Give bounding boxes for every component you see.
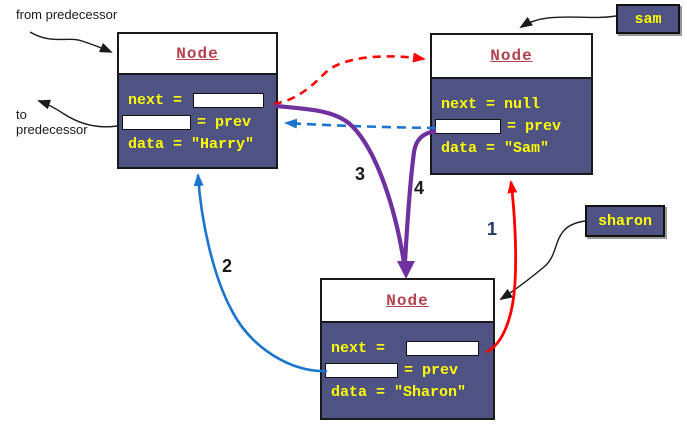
- to-predecessor-line2: predecessor: [16, 122, 88, 137]
- node-harry-data-row: data = "Harry": [128, 133, 268, 155]
- sharon-pointer-arrow: [499, 220, 586, 301]
- node-sharon: Node next = = prev data = "Sharon": [320, 278, 495, 420]
- step-number-2: 2: [221, 256, 232, 276]
- node-sam-next-row: next = null: [441, 93, 583, 115]
- node-harry-prev-pointer-field: [122, 114, 191, 130]
- step-number-4: 4: [413, 178, 424, 198]
- node-sam-data-label: data = "Sam": [441, 139, 550, 157]
- node-harry-prev-label: = prev: [197, 113, 252, 131]
- node-sam-next-label: next = null: [441, 95, 541, 113]
- node-harry-next-row: next =: [128, 89, 268, 111]
- node-harry-next-pointer-field: [193, 92, 264, 108]
- node-harry: Node next = = prev data = "Harry": [117, 32, 278, 169]
- node-sam-data-row: data = "Sam": [441, 137, 583, 159]
- purple-arrowhead: [397, 261, 415, 279]
- node-sam: Node next = null = prev data = "Sam": [430, 33, 593, 175]
- node-sam-title: Node: [490, 47, 533, 65]
- sam-pointer-arrow: [519, 15, 617, 29]
- node-sharon-body: next = = prev data = "Sharon": [322, 323, 493, 403]
- node-harry-prev-row: = prev: [122, 111, 268, 133]
- node-sam-prev-pointer-field: [435, 118, 501, 134]
- from-predecessor-label: from predecessor: [16, 7, 118, 22]
- from-predecessor-arrow: [29, 31, 113, 53]
- to-predecessor-line1: to: [16, 107, 27, 122]
- node-sharon-prev-row: = prev: [325, 359, 485, 381]
- old-prev-link-dashed-blue-arrow: [284, 118, 437, 130]
- node-harry-title: Node: [176, 44, 219, 63]
- node-harry-data-label: data = "Harry": [128, 135, 255, 153]
- node-harry-next-label: next =: [128, 91, 183, 109]
- node-sam-prev-label: = prev: [507, 117, 562, 135]
- node-sharon-data-label: data = "Sharon": [331, 383, 467, 401]
- node-sharon-prev-pointer-field: [325, 362, 398, 378]
- node-sharon-next-row: next =: [331, 337, 485, 359]
- node-sam-header: Node: [432, 35, 591, 79]
- node-sharon-next-label: next =: [331, 339, 386, 357]
- pointer-box-sam-label: sam: [634, 10, 662, 28]
- node-sam-prev-row: = prev: [435, 115, 583, 137]
- step3-harry-next-arrow: [275, 103, 407, 264]
- node-sharon-header: Node: [322, 280, 493, 323]
- node-harry-header: Node: [119, 34, 276, 75]
- pointer-box-sam: sam: [616, 4, 680, 34]
- to-predecessor-label: to predecessor: [16, 107, 88, 137]
- node-sharon-next-pointer-field: [406, 340, 479, 356]
- node-sam-body: next = null = prev data = "Sam": [432, 79, 591, 159]
- node-sharon-title: Node: [386, 291, 429, 310]
- step-number-3: 3: [354, 164, 365, 184]
- step-number-1: 1: [486, 219, 497, 239]
- pointer-box-sharon-label: sharon: [597, 212, 652, 230]
- node-harry-body: next = = prev data = "Harry": [119, 75, 276, 155]
- node-sharon-data-row: data = "Sharon": [331, 381, 485, 403]
- pointer-box-sharon: sharon: [585, 205, 665, 237]
- node-sharon-prev-label: = prev: [404, 361, 459, 379]
- old-next-link-dashed-red-arrow: [273, 52, 426, 106]
